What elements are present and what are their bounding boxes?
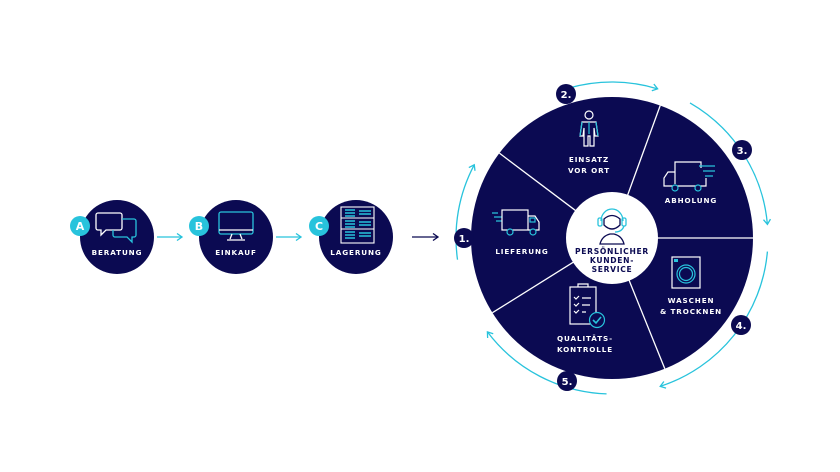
step-badge-letter: C [315, 220, 323, 233]
pre-step-einkauf: EINKAUF B [189, 200, 273, 274]
segment-label: KONTROLLE [557, 345, 613, 354]
pre-step-lagerung: LAGERUNG C [309, 200, 393, 274]
step-number-text: 3. [737, 146, 748, 157]
segment-label: LIEFERUNG [495, 247, 548, 256]
center-label-line: KUNDEN- [590, 256, 634, 265]
step-badge-letter: B [195, 220, 203, 233]
step-badge [309, 216, 329, 236]
cycle-arrow-5-to-1 [487, 332, 607, 395]
pickup-truck-icon [663, 161, 715, 192]
segment-divider [626, 274, 666, 369]
monitor-icon [218, 211, 254, 241]
person-icon [579, 110, 599, 147]
step-number-1: 1. [454, 228, 474, 248]
segment-einsatz-vor-ort: EINSATZ VOR ORT [568, 110, 610, 175]
segment-label: QUALITÄTS- [557, 334, 613, 343]
step-badge-letter: A [76, 220, 85, 233]
cycle-arrow-1-to-2 [455, 165, 474, 260]
headset-agent-icon [597, 208, 627, 245]
step-circle [319, 200, 393, 274]
shelf-icon [340, 206, 375, 244]
segment-waschen-trocknen: WASCHEN & TROCKNEN [660, 256, 722, 316]
cycle-arrow-4-to-5 [660, 251, 769, 387]
step-number-text: 5. [562, 377, 573, 388]
segment-label: & TROCKNEN [660, 307, 722, 316]
center-hub [566, 192, 658, 284]
segment-qualitaetskontrolle: QUALITÄTS- KONTROLLE [557, 283, 613, 354]
segment-label: WASCHEN [668, 296, 715, 305]
step-number-text: 1. [459, 234, 470, 245]
wheel-dividers [492, 105, 753, 369]
segment-lieferung: LIEFERUNG [492, 209, 548, 256]
step-number-2: 2. [556, 84, 576, 104]
step-label: EINKAUF [215, 248, 257, 257]
service-cycle: PERSÖNLICHER KUNDEN- SERVICE LIEFERUNG E… [454, 81, 769, 395]
step-number-4: 4. [731, 315, 751, 335]
cycle-arrow-2-3 [568, 81, 658, 89]
step-number-5: 5. [557, 371, 577, 391]
cycle-arrows [455, 81, 769, 395]
delivery-truck-icon [492, 209, 540, 236]
pre-step-beratung: BERATUNG A [70, 200, 154, 274]
segment-abholung: ABHOLUNG [663, 161, 717, 205]
segment-divider [499, 152, 581, 215]
step-circle [199, 200, 273, 274]
segment-divider [492, 258, 579, 314]
step-number-text: 2. [561, 90, 572, 101]
step-badge [70, 216, 90, 236]
segment-label: ABHOLUNG [665, 196, 717, 205]
step-label: BERATUNG [92, 248, 143, 257]
center-label-line: PERSÖNLICHER [575, 247, 649, 256]
center-label-line: SERVICE [592, 265, 633, 274]
step-badge [189, 216, 209, 236]
clipboard-check-icon [569, 283, 606, 329]
step-number-text: 4. [736, 321, 747, 332]
step-number-3: 3. [732, 140, 752, 160]
segment-label: EINSATZ [569, 155, 609, 164]
washing-machine-icon [671, 256, 701, 289]
segment-divider [625, 105, 661, 201]
segment-label: VOR ORT [568, 166, 610, 175]
step-label: LAGERUNG [330, 248, 381, 257]
chat-bubbles-icon [95, 212, 137, 244]
